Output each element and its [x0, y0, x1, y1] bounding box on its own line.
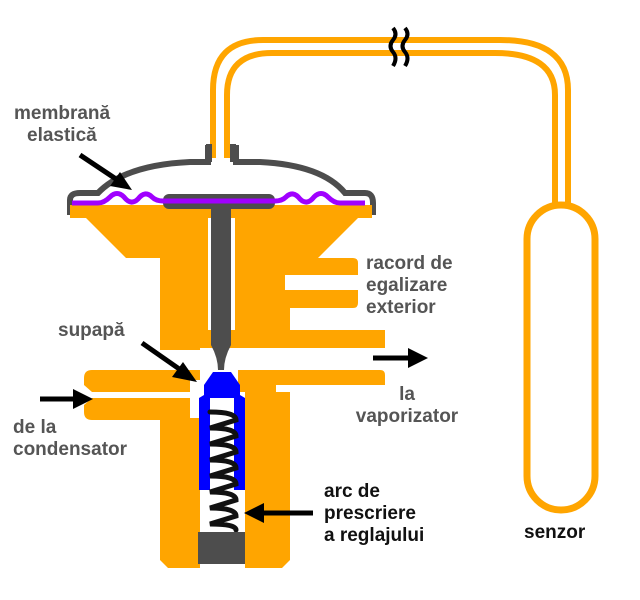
label-line: supapă: [58, 320, 125, 341]
label-to-evaporator: la vaporizator: [348, 384, 466, 428]
label-valve: supapă: [58, 320, 125, 342]
arrows: [40, 152, 428, 523]
break-mark-icon: [388, 26, 410, 68]
diaphragm-housing-top: [67, 145, 376, 215]
label-line: a reglajului: [324, 525, 425, 546]
valve-body: [70, 205, 385, 568]
label-line: arc de: [324, 481, 380, 502]
label-line: egalizare: [366, 275, 448, 296]
capillary-tube: [210, 37, 571, 205]
adjustment-screw: [198, 532, 245, 564]
arrow-spring-icon: [244, 503, 313, 523]
valve-channels: [92, 348, 376, 398]
label-line: la: [399, 384, 415, 405]
adjustment-spring: [207, 409, 239, 533]
label-line: membrană: [14, 103, 111, 124]
label-line: racord de: [366, 253, 453, 274]
capillary-outer-line: [210, 37, 571, 205]
label-elastic-membrane: membrană elastică: [14, 103, 110, 147]
capillary-inner-line: [224, 50, 558, 205]
elastic-membrane: [72, 191, 365, 206]
label-adjustment-spring: arc de prescriere a reglajului: [324, 481, 424, 547]
valve-stem: [211, 205, 231, 370]
arrow-inlet-icon: [40, 389, 93, 409]
label-line: vaporizator: [355, 406, 459, 427]
tube-fitting-left: [206, 144, 212, 162]
label-line: prescriere: [324, 503, 416, 524]
label-line: condensator: [13, 439, 128, 460]
label-line: elastică: [27, 125, 97, 146]
arrow-membrane-icon: [78, 152, 132, 190]
label-from-condenser: de la condensator: [13, 417, 127, 461]
label-line: senzor: [524, 522, 586, 543]
arrow-valve-icon: [140, 340, 197, 382]
label-line: exterior: [366, 297, 436, 318]
sensor-bulb: [523, 201, 599, 514]
label-external-equalizer: racord de egalizare exterior: [366, 253, 453, 319]
label-line: de la: [13, 417, 57, 438]
arrow-outlet-icon: [373, 348, 428, 368]
tube-fitting-right: [230, 144, 236, 162]
label-sensor: senzor: [524, 522, 585, 544]
